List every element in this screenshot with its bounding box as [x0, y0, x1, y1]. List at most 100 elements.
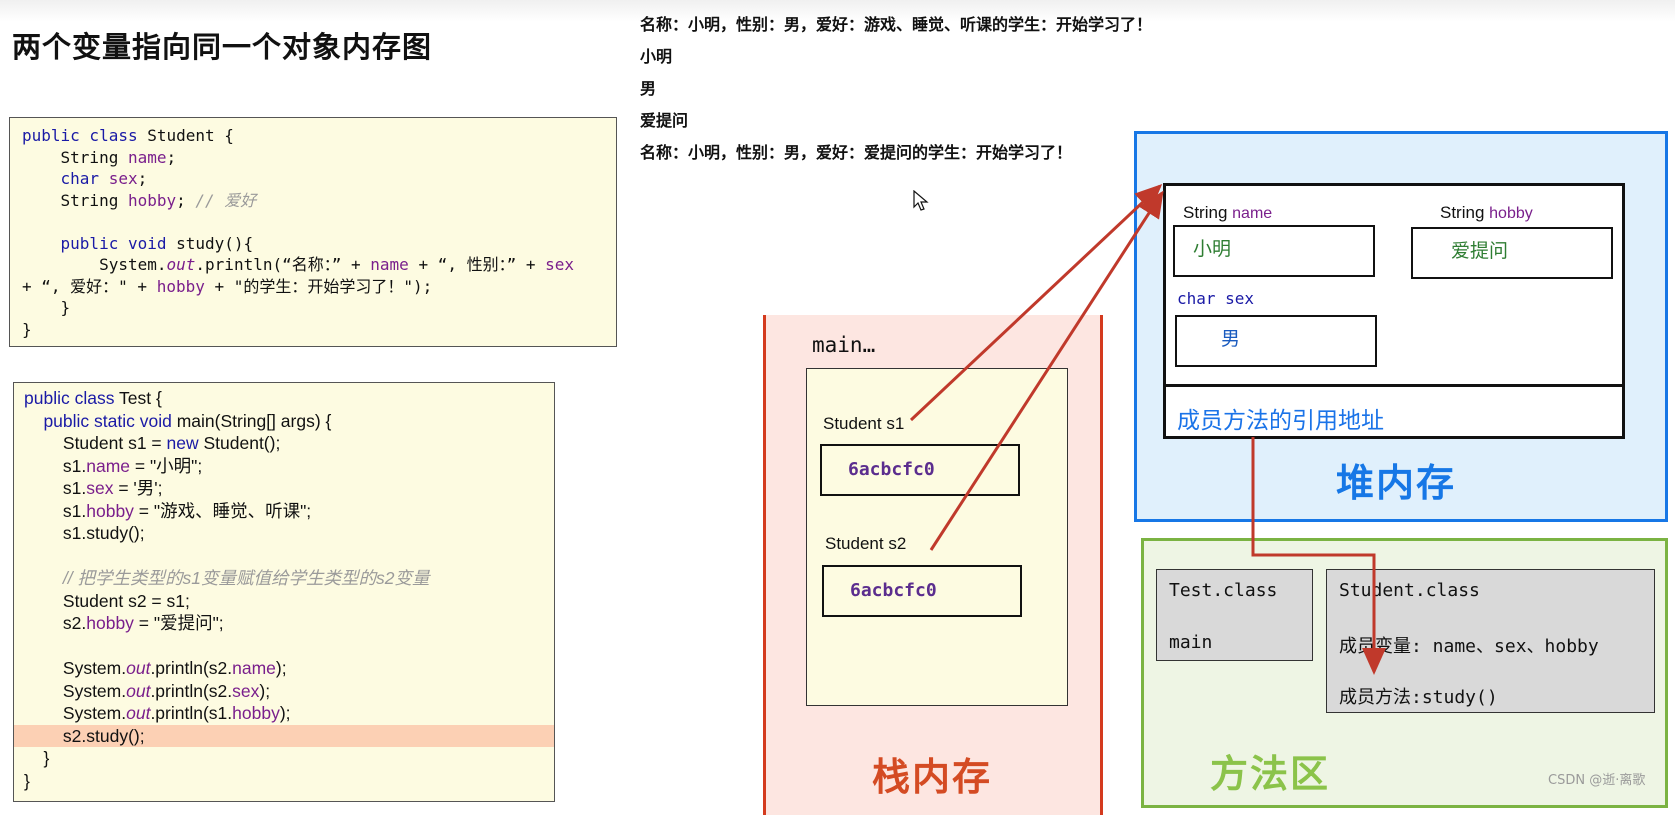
code-token: ;	[166, 147, 177, 167]
code-token: System.	[24, 680, 127, 701]
method-ref-to-class-arrow	[1251, 437, 1386, 675]
code-token: name	[127, 147, 167, 167]
code-token: System.	[24, 703, 127, 723]
code-token: public static void	[43, 410, 177, 431]
page-title: 两个变量指向同一个对象内存图	[12, 30, 433, 64]
code-token: + "的学生：开始学习了！");	[204, 276, 433, 296]
code-token: = "游戏、睡觉、听课";	[133, 500, 312, 521]
student-code-block: public class Student { String name; char…	[9, 117, 617, 347]
code-token: study(){	[176, 233, 254, 253]
code-line: Student s2 = s1;	[24, 590, 544, 613]
code-token: = "爱提问";	[133, 613, 224, 633]
code-token: sex	[86, 478, 114, 498]
code-token: Student();	[203, 433, 281, 453]
code-token: .println(s1.	[150, 703, 233, 723]
code-token: name	[86, 455, 131, 476]
code-token: s1.	[24, 478, 87, 498]
code-token: out	[126, 680, 151, 701]
test-main-method: main	[1169, 632, 1213, 653]
code-line: String name;	[22, 147, 604, 169]
code-line: // 把学生类型的s1变量赋值给学生类型的s2变量	[24, 567, 544, 590]
test-class-name: Test.class	[1169, 580, 1278, 601]
code-line: s2.study();	[14, 724, 554, 747]
code-token: + “, 爱好：" +	[22, 276, 157, 296]
code-token: main(String[] args) {	[176, 410, 332, 431]
code-token: System.	[22, 255, 167, 274]
code-token: Test {	[119, 388, 162, 408]
code-token: sex	[232, 680, 260, 701]
code-token: = "小明";	[130, 455, 203, 476]
code-line: }	[22, 319, 604, 341]
name-field-label: String name	[1183, 203, 1273, 222]
code-line: s1.study();	[24, 522, 544, 545]
console-line: 名称：小明，性别：男，爱好：爱提问的学生：开始学习了！	[640, 143, 1073, 162]
code-token: new	[166, 433, 204, 453]
method-reference-address: 成员方法的引用地址	[1177, 408, 1384, 434]
code-token: // 把学生类型的s1变量赋值给学生类型的s2变量	[62, 568, 430, 588]
code-token: public class	[22, 126, 148, 145]
code-token: .println(“名称：” +	[195, 255, 371, 274]
hobby-field-label: String hobby	[1440, 203, 1533, 222]
code-token: }	[22, 319, 32, 339]
s2-value-box: 6acbcfc0	[822, 565, 1022, 617]
code-token: hobby	[86, 500, 134, 521]
code-token: }	[24, 748, 50, 768]
code-line: System.out.println(s2.name);	[24, 657, 544, 680]
code-token: s1.study();	[24, 523, 145, 543]
code-token: + “, 性别：” +	[408, 255, 546, 274]
code-token: Student s2 = s1;	[24, 590, 190, 611]
mouse-cursor-icon	[913, 190, 929, 211]
code-line: char sex;	[22, 168, 604, 190]
code-token: public class	[24, 388, 120, 408]
top-bar	[0, 0, 1675, 22]
test-code-block: public class Test { public static void m…	[13, 382, 555, 802]
code-token: = '男';	[113, 478, 163, 498]
code-line: s2.hobby = "爱提问";	[24, 612, 544, 635]
code-token: s2.	[24, 613, 87, 633]
method-area-name: 方法区	[1210, 752, 1331, 796]
s1-value-box: 6acbcfc0	[820, 444, 1020, 496]
code-token: );	[275, 658, 287, 678]
code-token: hobby	[127, 190, 177, 210]
code-token: Student {	[147, 126, 234, 145]
watermark: CSDN @逝·离歌	[1548, 773, 1646, 788]
heap-area-name: 堆内存	[1336, 461, 1457, 505]
code-token: String	[22, 147, 128, 167]
code-token: s1.	[24, 455, 87, 476]
name-value-box: 小明	[1173, 225, 1375, 277]
code-token: ;	[137, 169, 148, 188]
code-token: sex	[545, 255, 575, 274]
code-line: }	[22, 297, 604, 319]
code-token: }	[24, 770, 30, 791]
console-line: 爱提问	[640, 111, 689, 130]
hobby-value-box: 爱提问	[1411, 227, 1613, 279]
console-line: 男	[640, 79, 657, 98]
code-line: + “, 爱好：" + hobby + "的学生：开始学习了！");	[22, 276, 604, 298]
test-class-box: Test.class main	[1156, 569, 1313, 661]
code-token: public void	[60, 233, 177, 253]
code-token: hobby	[156, 276, 205, 296]
console-output: 名称：小明，性别：男，爱好：游戏、睡觉、听课的学生：开始学习了！ 小明 男 爱提…	[640, 12, 1152, 172]
sex-field-label: char sex	[1177, 289, 1255, 308]
code-line: String hobby; // 爱好	[22, 190, 604, 212]
code-line: public static void main(String[] args) {	[24, 410, 544, 433]
code-line: public void study(){	[22, 233, 604, 255]
code-line: }	[24, 747, 544, 770]
main-frame-title: main…	[812, 333, 876, 357]
code-token: char	[60, 169, 109, 188]
code-token: s1.	[24, 500, 87, 521]
stack-area-name: 栈内存	[872, 755, 993, 799]
code-token: hobby	[232, 703, 280, 723]
code-token: sex	[108, 169, 138, 188]
console-line: 小明	[640, 47, 673, 66]
member-methods: 成员方法:study()	[1339, 687, 1498, 708]
console-line: 名称：小明，性别：男，爱好：游戏、睡觉、听课的学生：开始学习了！	[640, 15, 1153, 34]
code-token: );	[279, 703, 291, 723]
code-token: }	[22, 298, 71, 317]
code-line: System.out.println(s2.sex);	[24, 680, 544, 703]
code-token: System.	[24, 658, 127, 678]
code-line: public class Student {	[22, 125, 604, 147]
code-line: }	[24, 770, 544, 793]
s2-to-object-arrow	[929, 190, 1164, 551]
member-variables: 成员变量: name、sex、hobby	[1339, 636, 1599, 657]
